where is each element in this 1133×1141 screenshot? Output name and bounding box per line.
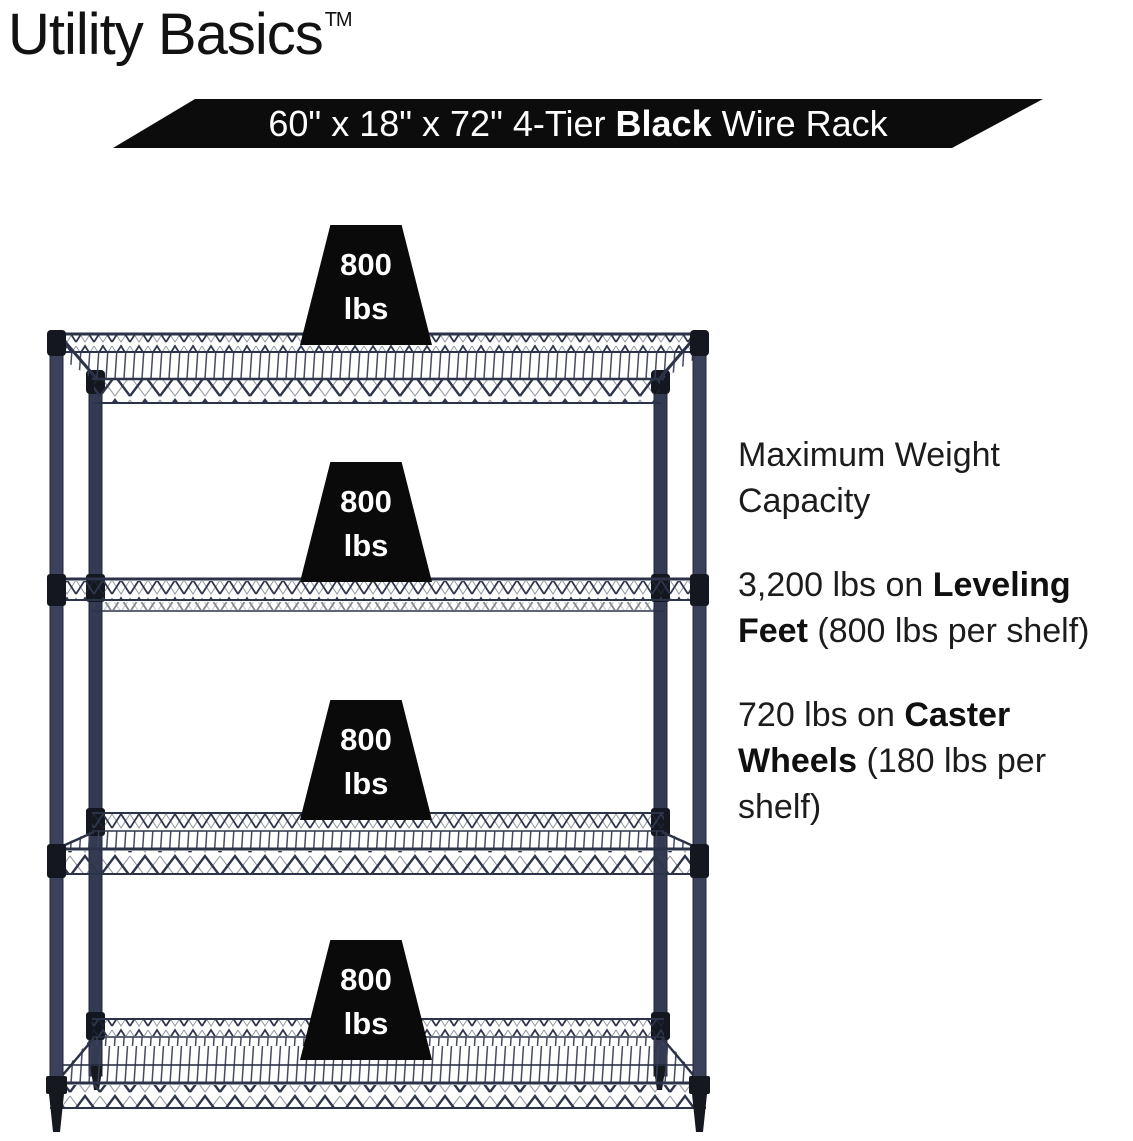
- shelf-1: [50, 332, 706, 404]
- trademark-symbol: TM: [324, 9, 353, 31]
- post-cap: [47, 330, 66, 356]
- capacity-heading: Maximum Weight Capacity: [738, 436, 1000, 520]
- back-right-post: [651, 370, 670, 1090]
- weight-value: 800: [340, 962, 392, 997]
- weight-value: 800: [340, 484, 392, 519]
- banner-text-bold: Black: [615, 103, 712, 144]
- front-right-post: [689, 330, 710, 1132]
- weight-unit: lbs: [343, 1006, 389, 1041]
- banner-text-pre: 60" x 18" x 72" 4-Tier: [268, 103, 616, 144]
- weight-unit: lbs: [343, 766, 389, 801]
- wire-rack-illustration: [40, 326, 716, 1136]
- caster-wheels-bold: Caster Wheels: [738, 696, 1011, 780]
- front-right-leveling-foot: [692, 1094, 707, 1132]
- shelf-1-weight-badge: 800 lbs: [300, 225, 432, 345]
- brand-name: Utility Basics: [8, 2, 324, 67]
- front-left-leveling-foot: [49, 1094, 64, 1132]
- shelf-2: [50, 577, 706, 612]
- front-left-post: [46, 330, 67, 1132]
- caster-wheels-capacity: 720 lbs on Caster Wheels (180 lbs per sh…: [738, 696, 1047, 826]
- banner-text-post: Wire Rack: [711, 103, 888, 144]
- leveling-feet-bold: Leveling Feet: [738, 566, 1071, 650]
- weight-unit: lbs: [343, 528, 389, 563]
- capacity-info-panel: Maximum Weight Capacity 3,200 lbs on Lev…: [738, 432, 1118, 868]
- weight-value: 800: [340, 722, 392, 757]
- wire-rack-svg: [46, 330, 710, 1132]
- post-cap: [690, 330, 709, 356]
- shelf-4: [50, 1018, 706, 1109]
- weight-value: 800: [340, 247, 392, 282]
- back-left-post: [86, 370, 105, 1090]
- leveling-feet-capacity: 3,200 lbs on Leveling Feet (800 lbs per …: [738, 566, 1090, 650]
- product-title-banner: 60" x 18" x 72" 4-Tier Black Wire Rack: [113, 99, 1043, 148]
- shelf-3: [50, 812, 706, 875]
- weight-unit: lbs: [343, 291, 389, 326]
